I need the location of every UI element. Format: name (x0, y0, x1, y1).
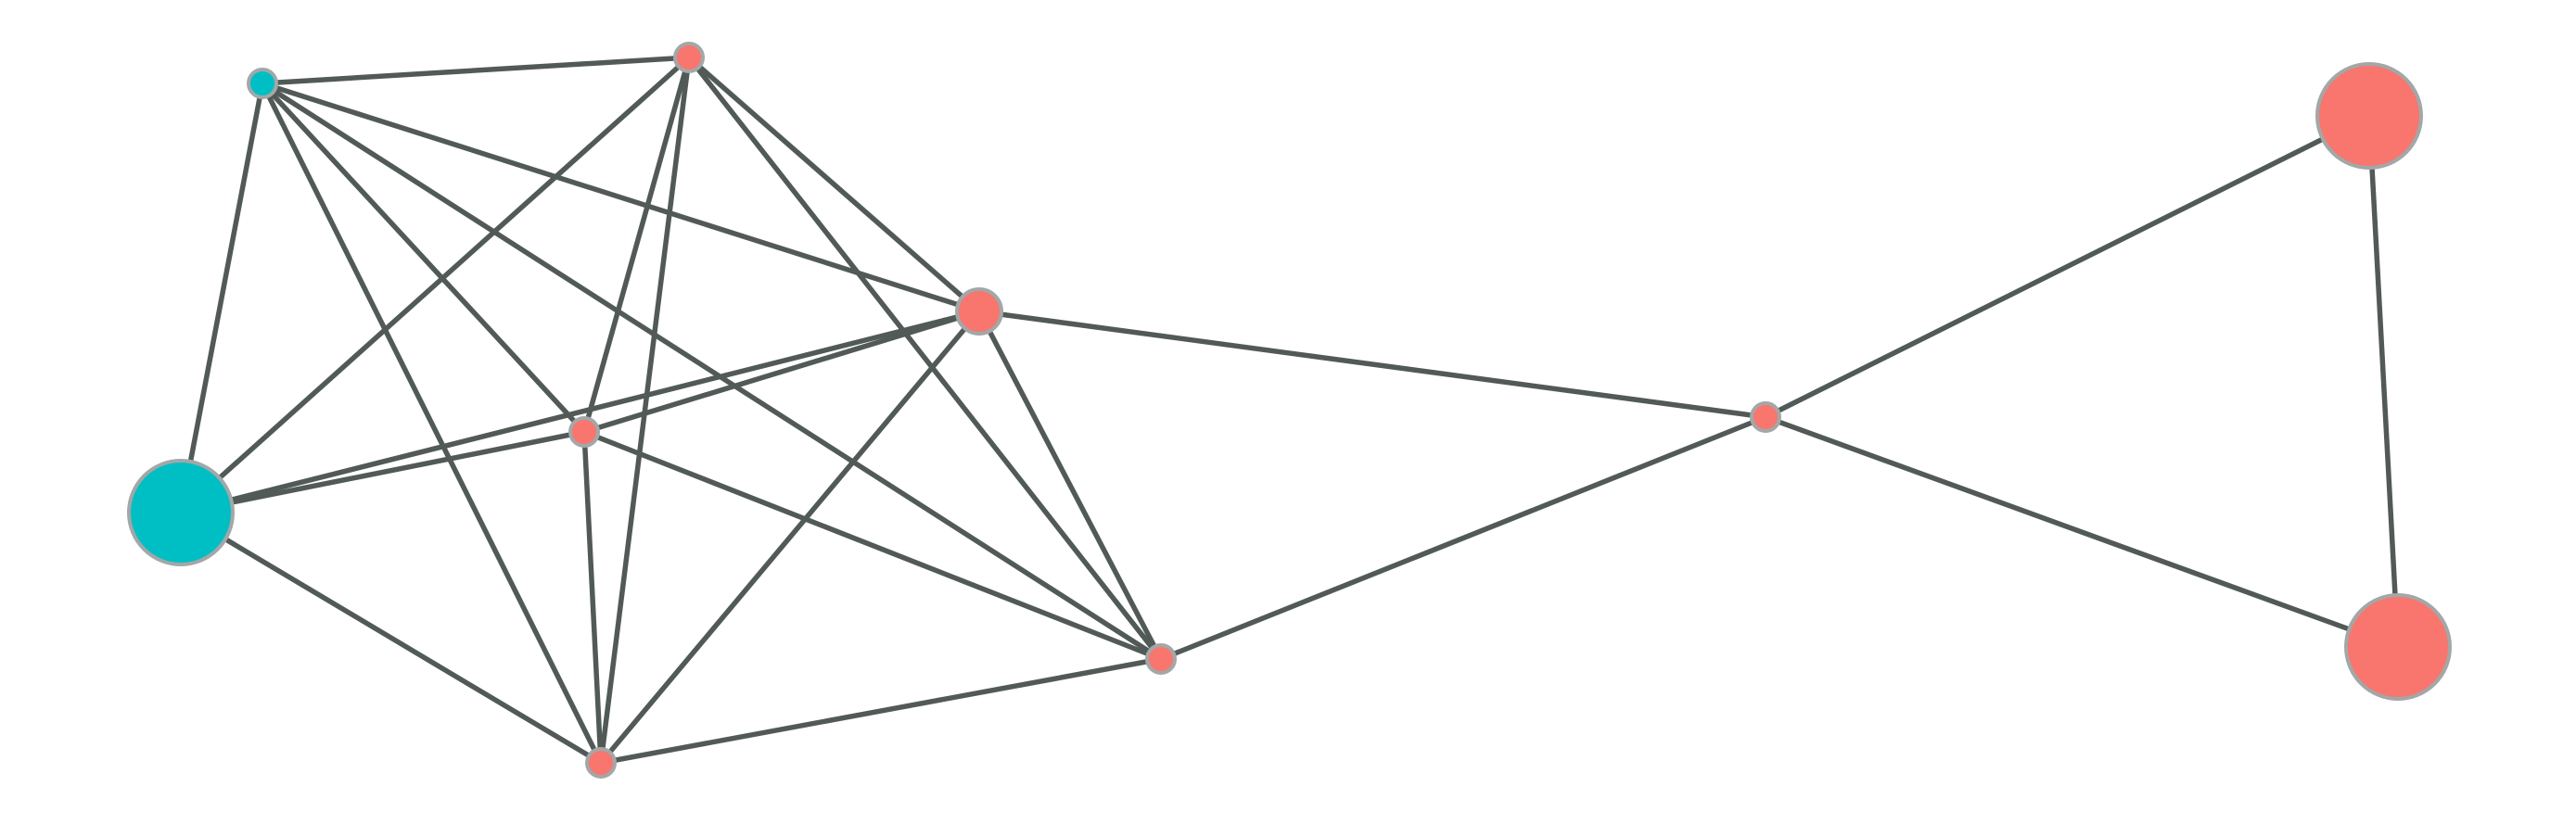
edge-n2-n5 (178, 55, 692, 515)
graph-node-n2 (673, 42, 705, 73)
edge-n2-n4 (581, 55, 692, 435)
edge-n3-n4 (581, 309, 982, 435)
graph-node-n1 (247, 68, 278, 99)
edge-n5-n6 (178, 510, 604, 766)
graph-node-n4 (568, 416, 600, 448)
graph-node-n8 (1750, 401, 1781, 433)
graph-node-n6 (585, 747, 617, 779)
graph-nodes (127, 42, 2452, 779)
edge-n7-n8 (1158, 414, 1768, 662)
edge-n4-n7 (581, 429, 1164, 662)
edge-n1-n7 (260, 81, 1164, 662)
edge-n3-n6 (598, 309, 982, 766)
edge-n2-n7 (686, 55, 1164, 662)
graph-node-n7 (1145, 643, 1177, 675)
edge-n8-n10 (1763, 414, 2401, 650)
edge-n2-n3 (686, 55, 982, 314)
edge-n1-n2 (260, 55, 692, 86)
edge-n1-n4 (260, 81, 587, 435)
graph-node-n5 (127, 459, 235, 566)
edge-n1-n5 (178, 81, 265, 515)
edge-n8-n9 (1763, 113, 2372, 420)
edge-n3-n7 (976, 309, 1164, 662)
edge-n4-n6 (581, 429, 604, 766)
edge-n3-n8 (976, 309, 1768, 420)
edge-n3-n5 (178, 309, 982, 515)
edge-n2-n6 (598, 55, 692, 766)
edge-n9-n10 (2366, 113, 2401, 650)
graph-node-n10 (2344, 593, 2452, 701)
graph-node-n9 (2315, 62, 2423, 170)
edge-n1-n6 (260, 81, 604, 766)
edge-n4-n5 (178, 429, 587, 515)
graph-node-n3 (955, 287, 1003, 336)
edge-n6-n7 (598, 656, 1164, 766)
graph-edges (178, 55, 2401, 766)
